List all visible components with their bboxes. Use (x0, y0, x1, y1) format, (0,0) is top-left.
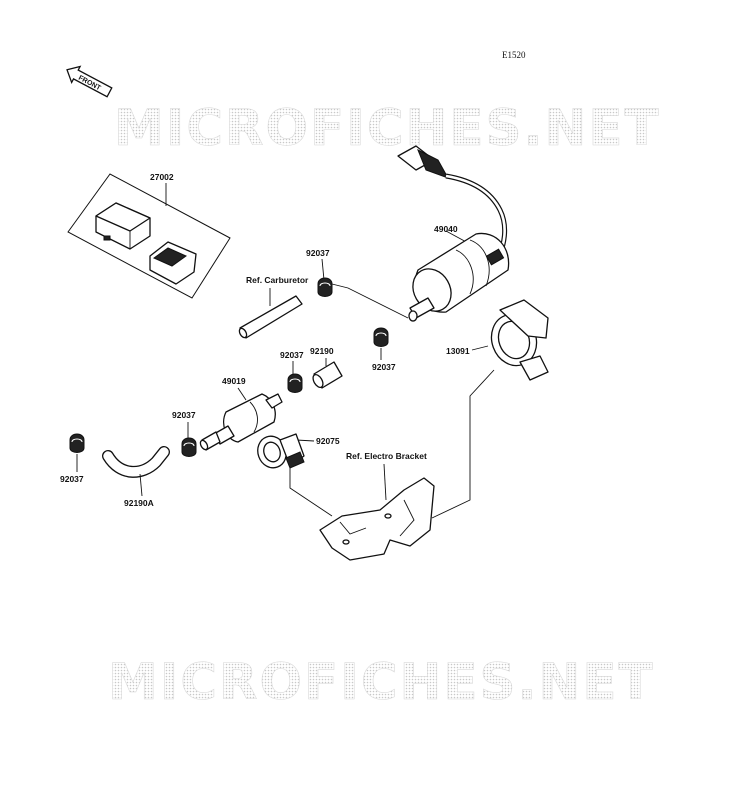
label-92037-a: 92037 (306, 248, 330, 258)
label-92075: 92075 (316, 436, 340, 446)
part-13091-clamp: 13091 (431, 299, 549, 519)
front-arrow-icon: FRONT (66, 65, 113, 98)
label-49040: 49040 (434, 224, 458, 234)
ref-carburetor: Ref. Carburetor (246, 275, 309, 285)
part-92037-clip-d: 92037 (172, 410, 197, 457)
label-49019: 49019 (222, 376, 246, 386)
label-92037-e: 92037 (60, 474, 84, 484)
diagram-code: E1520 (502, 50, 526, 60)
label-27002: 27002 (150, 172, 174, 182)
part-49040-fuel-pump: 49040 (408, 224, 510, 322)
part-49019-fuel-filter: 49019 (199, 376, 283, 451)
part-92037-clip-a: 92037 (306, 248, 409, 319)
label-92037-c: 92037 (280, 350, 304, 360)
label-92190: 92190 (310, 346, 334, 356)
watermark-bottom: MICROFICHES.NET (108, 653, 655, 711)
part-92190-hose: 92037 92190 (280, 346, 343, 393)
electro-bracket-ref-group: Ref. Electro Bracket (319, 451, 435, 561)
label-92037-d: 92037 (172, 410, 196, 420)
label-13091: 13091 (446, 346, 470, 356)
carburetor-ref-group: Ref. Carburetor (238, 275, 309, 339)
watermark-top: MICROFICHES.NET (114, 99, 661, 157)
part-92037-clip-b: 92037 (372, 327, 396, 372)
part-92190A-hose: 92190A (102, 446, 170, 508)
label-92037-b: 92037 (372, 362, 396, 372)
part-92037-clip-e: 92037 (60, 433, 85, 484)
part-27002-group: 27002 (67, 172, 231, 299)
ref-electro-bracket: Ref. Electro Bracket (346, 451, 427, 461)
label-92190A: 92190A (124, 498, 154, 508)
part-92075-grommet: 92075 (257, 433, 340, 517)
